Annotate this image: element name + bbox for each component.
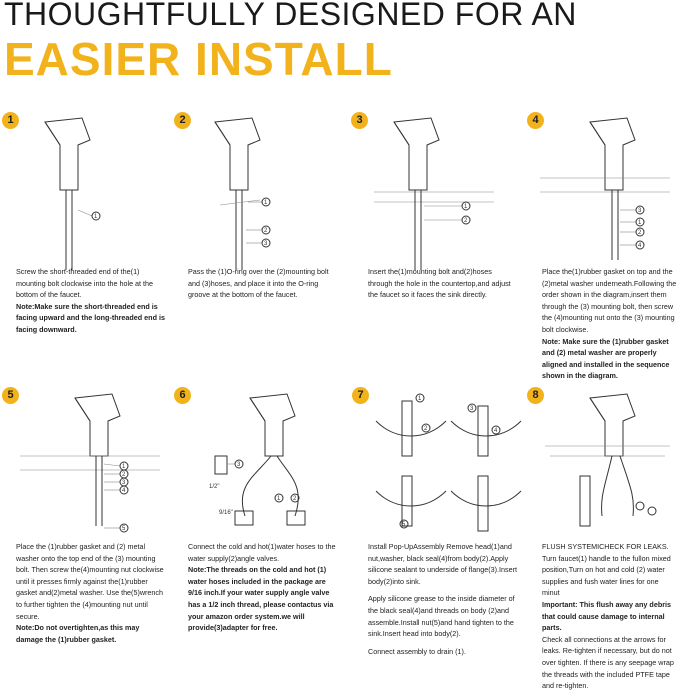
step-7-para-2: Apply silicone grease to the inside diam…	[368, 594, 515, 639]
step-4-badge: 4	[527, 112, 544, 129]
step-7-badge: 7	[352, 387, 369, 404]
step-6-text: Connect the cold and hot(1)water hoses t…	[188, 541, 338, 634]
headline-top: THOUGHTFULLY DESIGNED FOR AN	[4, 0, 577, 32]
step-7-text: Install Pop-UpAssembly Remove head(1)and…	[368, 541, 518, 657]
step-6-size-9-16-inch: 9/16"	[219, 510, 233, 516]
step-2-callout-2: 2	[264, 228, 268, 234]
step-5-badge: 5	[2, 387, 19, 404]
step-5-callout-2: 2	[122, 472, 126, 478]
step-3-callout-1: 1	[464, 204, 468, 210]
step-3-badge: 3	[351, 112, 368, 129]
step-1-faucet-diagram: 1	[44, 117, 101, 270]
step-4-note: Note: Make sure the (1)rubber gasket and…	[542, 336, 670, 381]
step-4-instructions: Place the(1)rubber gasket on top and the…	[542, 267, 677, 334]
step-7-callout-4: 4	[494, 428, 498, 434]
step-2-faucet-diagram: 1 2 3	[214, 117, 271, 270]
step-6-callout-2: 2	[293, 496, 297, 502]
step-8-text: FLUSH SYSTEMICHECK FOR LEAKS. Turn fauce…	[542, 541, 677, 692]
step-5-note: Note:Do not overtighten,as this may dama…	[16, 623, 140, 644]
step-5-faucet-diagram: 1 2 3 4 5	[20, 393, 160, 533]
step-8-title: FLUSH SYSTEMICHECK FOR LEAKS.	[542, 542, 669, 551]
step-5-callout-5: 5	[122, 526, 126, 532]
step-8-important: Important: This flush away any debris th…	[542, 599, 671, 633]
step-7-callout-3: 3	[470, 406, 474, 412]
step-5-callout-4: 4	[122, 488, 126, 494]
step-7-callout-1: 1	[418, 396, 422, 402]
step-1-instructions: Screw the short-threaded end of the(1) m…	[16, 267, 154, 300]
step-6-callout-3: 3	[237, 462, 241, 468]
step-6-faucet-diagram: 3 1/2" 1 2 9/16"	[209, 393, 306, 526]
step-7-para-1: Install Pop-UpAssembly Remove head(1)and…	[368, 542, 518, 586]
headline-accent: EASIER INSTALL	[4, 33, 393, 85]
step-3-text: Insert the(1)mounting bolt and(2)hoses t…	[368, 266, 518, 301]
step-1-text: Screw the short-threaded end of the(1) m…	[16, 266, 166, 336]
step-1-callout-1: 1	[94, 214, 98, 220]
step-3-instructions: Insert the(1)mounting bolt and(2)hoses t…	[368, 267, 511, 300]
step-3-callout-2: 2	[464, 218, 468, 224]
step-4-callout-4: 4	[638, 243, 642, 249]
step-2-badge: 2	[174, 112, 191, 129]
step-8-flush-diagram	[545, 393, 670, 527]
step-6-badge: 6	[174, 387, 191, 404]
step-4-callout-3: 3	[638, 208, 642, 214]
step-6-size-half-inch: 1/2"	[209, 484, 219, 490]
step-7-para-3: Connect assembly to drain (1).	[368, 646, 466, 656]
step-1-note: Note:Make sure the short-threaded end is…	[16, 301, 165, 334]
step-7-callout-2: 2	[424, 426, 428, 432]
step-5-text: Place the (1)rubber gasket and (2) metal…	[16, 541, 166, 645]
step-4-text: Place the(1)rubber gasket on top and the…	[542, 266, 677, 382]
step-8-badge: 8	[527, 387, 544, 404]
step-5-callout-1: 1	[122, 464, 126, 470]
step-7-popup-drain-diagram: 1 2 3 4 5	[375, 393, 522, 532]
step-4-callout-2: 2	[638, 230, 642, 236]
step-2-instructions: Pass the (1)O-ring over the (2)mounting …	[188, 267, 329, 300]
step-6-instructions: Connect the cold and hot(1)water hoses t…	[188, 542, 336, 563]
step-2-text: Pass the (1)O-ring over the (2)mounting …	[188, 266, 338, 301]
step-7-callout-5: 5	[402, 522, 406, 528]
step-8-instructions: Turn faucet(1) handle to the fullon mixe…	[542, 553, 671, 598]
step-4-callout-1: 1	[638, 220, 642, 226]
step-6-note: Note:The threads on the cold and hot (1)…	[188, 565, 334, 633]
step-4-faucet-diagram: 3 1 2 4	[540, 117, 670, 260]
step-2-callout-3: 3	[264, 241, 268, 247]
step-1-badge: 1	[2, 112, 19, 129]
step-3-faucet-diagram: 1 2	[374, 117, 494, 270]
step-6-callout-1: 1	[277, 496, 281, 502]
step-5-instructions: Place the (1)rubber gasket and (2) metal…	[16, 542, 164, 621]
step-5-callout-3: 3	[122, 480, 126, 486]
step-8-check-leaks: Check all connections at the arrows for …	[542, 634, 674, 691]
step-2-callout-1: 1	[264, 200, 268, 206]
